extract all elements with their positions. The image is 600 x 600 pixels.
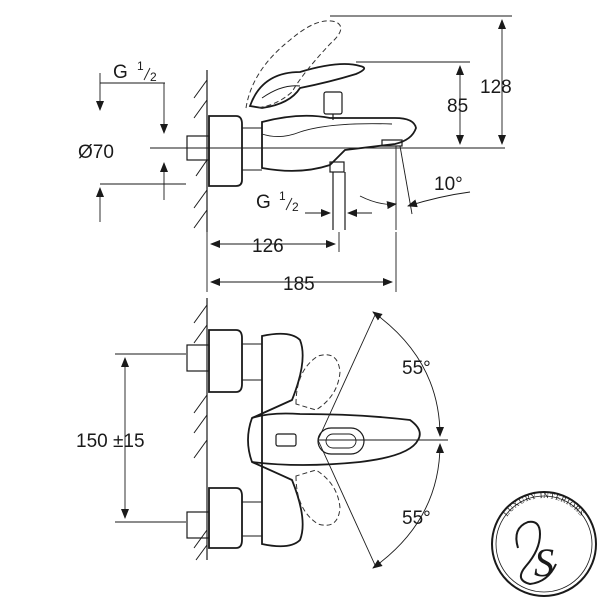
spout-angle-dimension: 10° [359, 145, 471, 230]
diameter-dimension: Ø70 [78, 142, 186, 222]
logo-text: LUXURY INTERIORS [501, 491, 586, 518]
lever-rotated-up [295, 354, 341, 411]
connection-lower [186, 487, 262, 549]
distance-dimension: 150 ±15 [76, 353, 186, 523]
g-top-den: 2 [150, 70, 157, 84]
wall-connection [186, 115, 262, 187]
luxury-interiors-logo: LUXURY INTERIORS S [491, 491, 597, 597]
g-connection-bottom: G 1 2 [256, 172, 372, 230]
logo-monogram: S [534, 540, 554, 585]
g-top-letter: G [113, 62, 128, 83]
g-bottom-den: 2 [292, 200, 299, 214]
angle-down-label: 55° [402, 508, 431, 529]
lever-raised-outline [245, 20, 342, 109]
side-view: G 1 2 Ø70 G 1 2 10° [78, 15, 512, 295]
g-bottom-letter: G [256, 192, 271, 213]
lever-side [248, 63, 366, 109]
distance-label: 150 ±15 [76, 431, 145, 452]
angle-up-label: 55° [402, 358, 431, 379]
height-128-label: 128 [480, 77, 512, 98]
g-connection-top: G 1 2 [96, 59, 168, 134]
height-85-label: 85 [447, 96, 468, 117]
rotation-angles: 55° 55° [317, 311, 448, 569]
connection-upper [186, 329, 262, 393]
g-top-num: 1 [137, 59, 144, 73]
top-view: 150 ±15 55° 55° [76, 298, 448, 569]
spout-angle-label: 10° [434, 174, 463, 195]
height-dimensions: 85 128 [330, 15, 512, 145]
depth-dimensions: 126 185 [206, 232, 397, 295]
depth-126-label: 126 [252, 236, 284, 257]
lever-rotated-down [295, 469, 341, 526]
wall-top [193, 298, 208, 561]
diameter-label: Ø70 [78, 142, 114, 163]
depth-185-label: 185 [283, 274, 315, 295]
g-bottom-num: 1 [279, 189, 286, 203]
wall-side [193, 70, 208, 232]
mixer-body [261, 91, 417, 173]
